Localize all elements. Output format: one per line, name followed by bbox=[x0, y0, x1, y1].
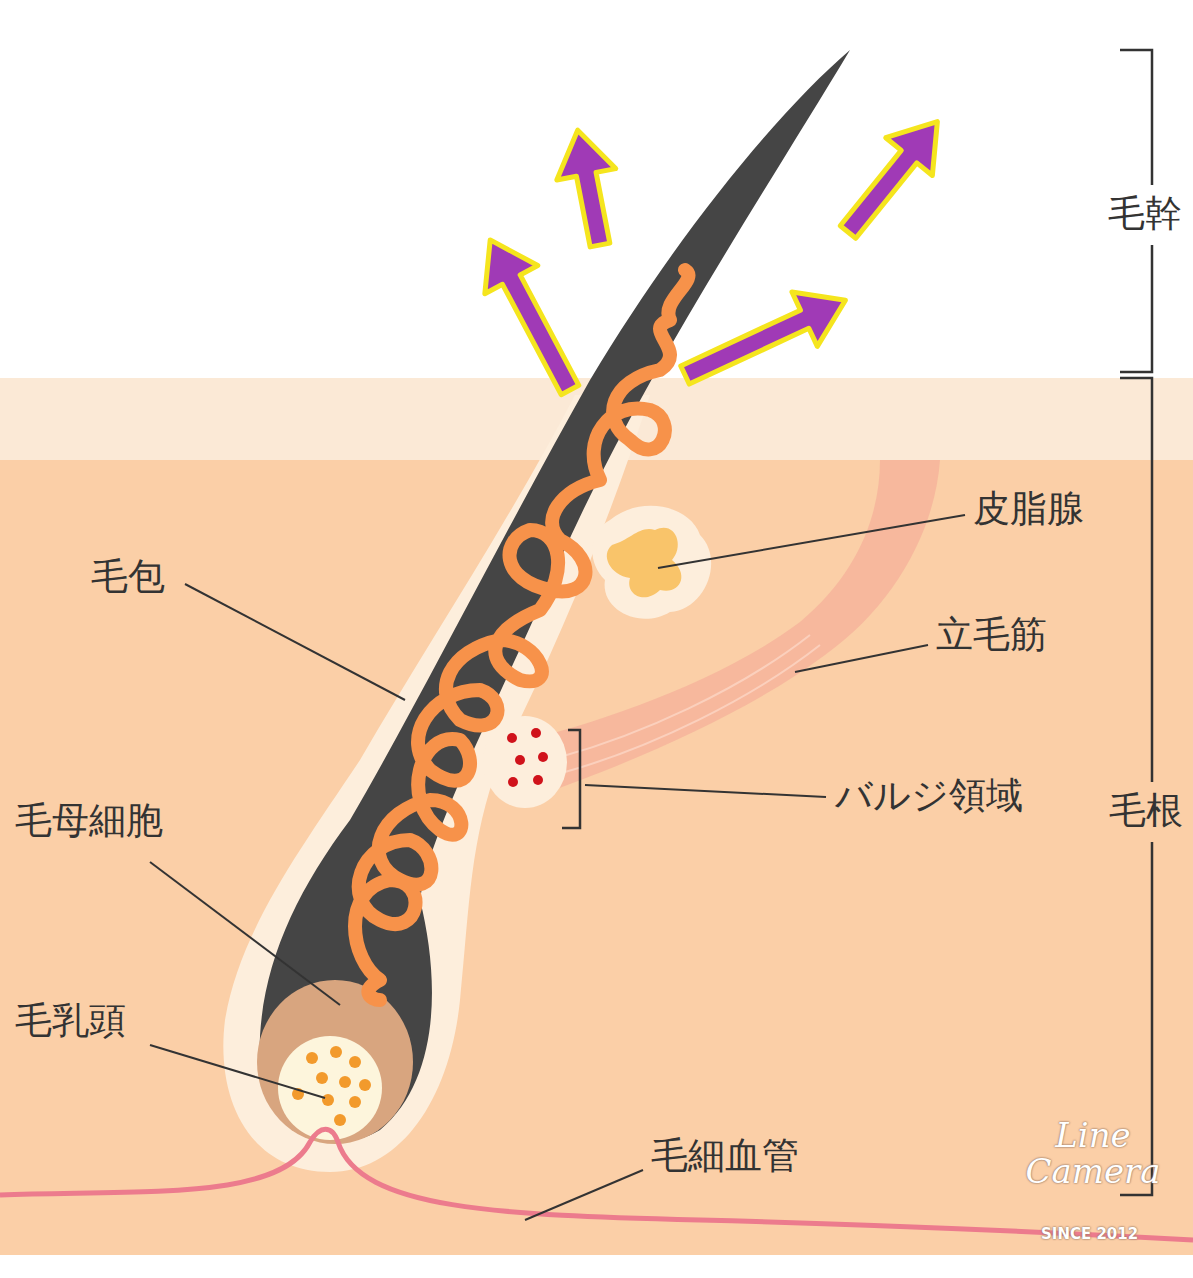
part-label: バルジ領域 bbox=[832, 775, 1026, 818]
stem-cells bbox=[507, 728, 548, 787]
muscle-fibers bbox=[560, 635, 820, 772]
part-label: 毛幹 bbox=[1105, 193, 1185, 236]
sebaceous-gland bbox=[607, 528, 682, 598]
watermark: SINCE 2012 bbox=[1038, 1226, 1141, 1243]
growth-arrows bbox=[464, 103, 961, 404]
capillary bbox=[0, 1129, 1193, 1240]
bulge-bracket bbox=[562, 730, 580, 828]
part-label: 毛包 bbox=[88, 556, 168, 599]
hair-shaft bbox=[260, 50, 850, 1142]
root-bracket bbox=[1120, 378, 1152, 1195]
part-label: 毛根 bbox=[1106, 790, 1186, 833]
leader-lines bbox=[150, 515, 965, 1220]
bulge-region bbox=[483, 716, 567, 808]
part-label: 立毛筋 bbox=[933, 614, 1050, 657]
part-label: 毛乳頭 bbox=[12, 1000, 129, 1043]
papilla-cells bbox=[292, 1046, 371, 1126]
brackets bbox=[562, 50, 1152, 1195]
air bbox=[0, 0, 1193, 378]
dermis bbox=[0, 460, 1193, 1255]
part-label: 毛母細胞 bbox=[12, 800, 166, 843]
part-label: 毛細血管 bbox=[648, 1135, 802, 1178]
scribble-overlay bbox=[355, 270, 688, 1000]
hair-matrix bbox=[257, 980, 413, 1144]
watermark: Line Camera bbox=[1020, 1118, 1166, 1189]
part-label: 皮脂腺 bbox=[970, 488, 1087, 531]
